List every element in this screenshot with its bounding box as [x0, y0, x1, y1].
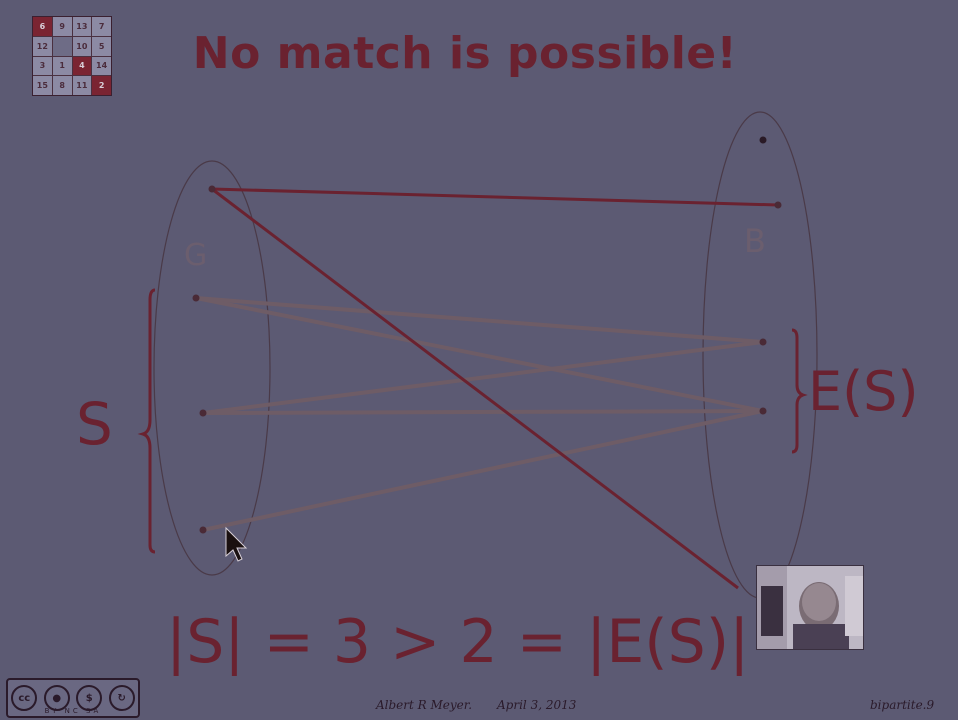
- creative-commons-badge: cc ● $ ↻ BY NC SA: [6, 678, 140, 718]
- label-s: S: [76, 390, 113, 458]
- vertex: [759, 407, 767, 415]
- puzzle-cell: 5: [92, 36, 111, 56]
- s-brace: [137, 288, 156, 554]
- puzzle-cell: 9: [52, 17, 72, 36]
- puzzle-cell: 15: [33, 76, 52, 95]
- footer-slide-id: bipartite.9: [870, 698, 935, 712]
- edge-red: [211, 187, 779, 207]
- footer-author: Albert R Meyer.: [376, 698, 473, 712]
- edge-gray: [202, 340, 764, 415]
- puzzle-cell: 13: [72, 17, 92, 36]
- presenter-image: [757, 566, 863, 649]
- label-g: G: [184, 238, 208, 273]
- sharealike-icon: ↻: [108, 685, 135, 711]
- puzzle-cell: 3: [33, 56, 52, 76]
- vertex: [759, 338, 767, 346]
- equation: |S| = 3 > 2 = |E(S)|: [166, 607, 750, 677]
- mouse-cursor-icon: [225, 526, 248, 562]
- label-b: B: [744, 222, 766, 260]
- vertex: [192, 294, 200, 302]
- puzzle-cell: [52, 36, 72, 56]
- vertex: [208, 185, 216, 193]
- puzzle-cell: 1: [52, 56, 72, 76]
- edge-gray: [202, 409, 764, 415]
- footer-date: April 3, 2013: [497, 698, 577, 712]
- edge-gray: [202, 409, 764, 532]
- puzzle-cell: 2: [92, 76, 111, 95]
- puzzle-cell: 12: [33, 36, 52, 56]
- edge-red: [211, 187, 739, 590]
- vertex: [759, 136, 767, 144]
- presenter-video: [756, 565, 864, 650]
- left-vertex-set-ellipse: [153, 160, 271, 576]
- puzzle-cell: 14: [92, 56, 111, 76]
- puzzle-cell: 6: [33, 17, 52, 36]
- cc-icon: cc: [11, 685, 38, 711]
- puzzle-cell: 7: [92, 17, 111, 36]
- puzzle-cell: 8: [52, 76, 72, 95]
- noncommercial-icon: $: [76, 685, 103, 711]
- puzzle-cell: 10: [72, 36, 92, 56]
- slide-title: No match is possible!: [192, 28, 738, 79]
- fifteen-puzzle-logo: 6 9 13 7 12 10 5 3 1 4 14 15 8 11 2: [32, 16, 112, 96]
- edge-gray: [195, 296, 764, 344]
- edge-gray: [195, 296, 764, 413]
- attribution-icon: ●: [43, 685, 70, 711]
- vertex: [774, 201, 782, 209]
- right-vertex-set-ellipse: [702, 111, 818, 599]
- puzzle-cell: 4: [72, 56, 92, 76]
- es-brace: [791, 328, 808, 454]
- puzzle-cell: 11: [72, 76, 92, 95]
- vertex: [199, 526, 207, 534]
- vertex: [199, 409, 207, 417]
- label-es: E(S): [808, 360, 919, 423]
- cc-tags: BY NC SA: [44, 707, 102, 715]
